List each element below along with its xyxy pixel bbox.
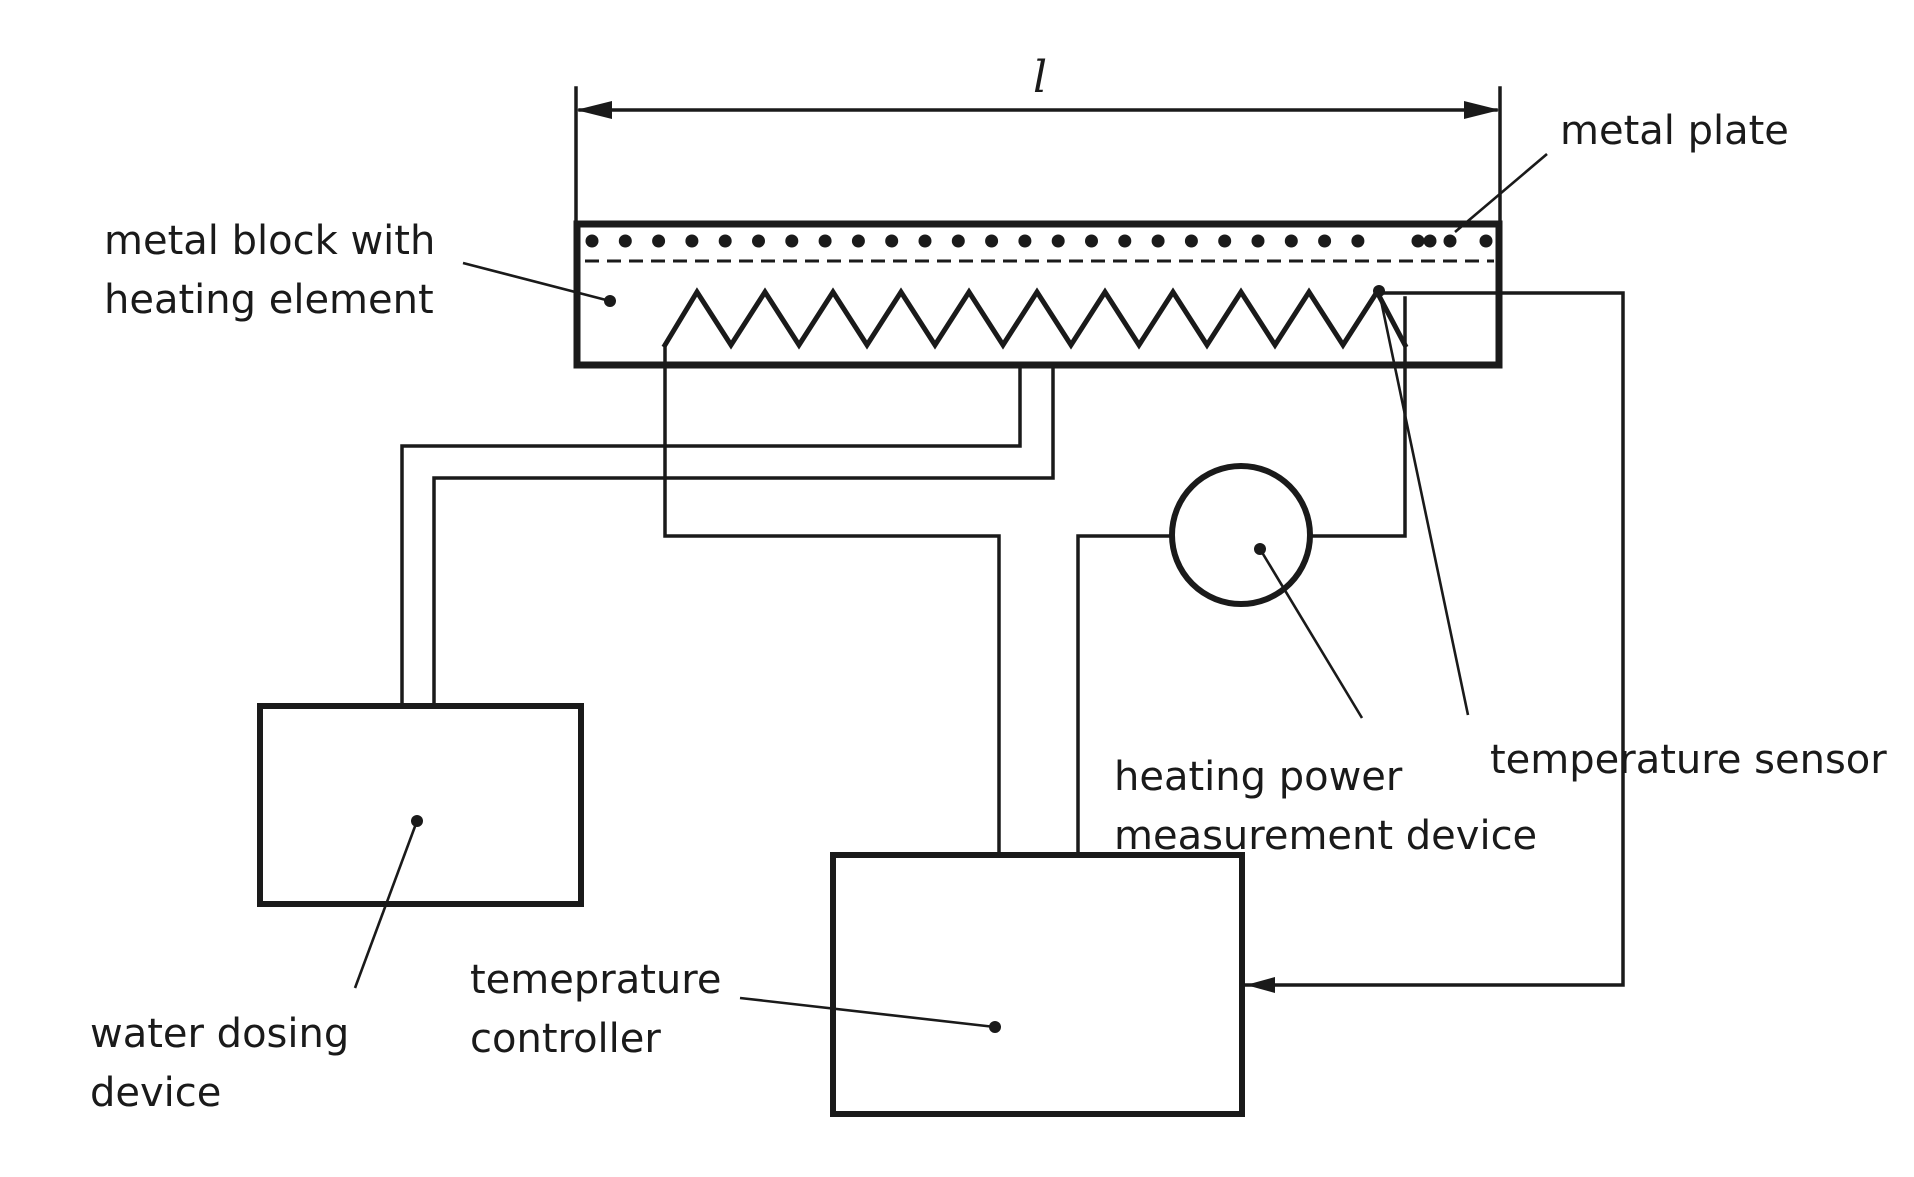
controller-leader [739, 996, 996, 1029]
plate-dot [1051, 234, 1065, 248]
temperature-sensor-wire [1244, 291, 1625, 987]
plate-dot [1318, 234, 1332, 248]
plate-dot [951, 234, 965, 248]
temperature-controller-box [830, 852, 1245, 1117]
heater-supply-lines [663, 296, 1407, 857]
dimension-arrow-right [1464, 101, 1500, 119]
plate-dot [1218, 234, 1232, 248]
temperature-controller-label: temeprature controller [470, 957, 734, 1062]
plate-dot [585, 234, 599, 248]
plate-dot [1251, 234, 1265, 248]
plate-dot [1411, 234, 1425, 248]
plate-dot [1351, 234, 1365, 248]
length-dimension: l [574, 52, 1502, 227]
controller-dot [989, 1021, 1001, 1033]
metal-block-dot [604, 295, 616, 307]
plate-dot [752, 234, 765, 248]
leader-lines [353, 153, 1548, 1033]
plate-dot [685, 234, 699, 248]
plate-dot [718, 234, 732, 248]
plate-dot [1443, 234, 1457, 248]
plate-dot [1423, 234, 1437, 248]
metal-block-leader [462, 261, 611, 303]
plate-dot [851, 234, 865, 248]
plate-dot [985, 234, 999, 248]
plate-dot [885, 234, 899, 248]
plate-dot [1284, 234, 1298, 248]
water-dosing-lines [400, 363, 1055, 708]
plate-dot [785, 234, 799, 248]
plate-dot [818, 234, 832, 248]
dimension-label: l [1033, 52, 1047, 103]
plate-dot [1018, 234, 1032, 248]
power-meter-dot [1254, 543, 1266, 555]
plate-dot [618, 234, 632, 248]
heating-power-device-label: heating power measurement device [1114, 754, 1537, 859]
water-dosing-device-label: water dosing device [90, 1011, 362, 1116]
metal-plate-label: metal plate [1560, 108, 1789, 154]
temperature-sensor-leader [1377, 290, 1470, 716]
power-meter-leader [1258, 548, 1364, 719]
plate-dot [1151, 234, 1165, 248]
water-dosing-device-box [257, 703, 584, 907]
water-dosing-leader [353, 820, 419, 989]
plate-dot [652, 234, 666, 248]
plate-dot [1085, 234, 1098, 248]
heating-power-meter-circle [1169, 463, 1313, 607]
metal-block [573, 220, 1503, 369]
temperature-sensor-label: temperature sensor [1490, 737, 1887, 783]
plate-dot [1184, 234, 1198, 248]
plate-dot [1479, 234, 1493, 248]
metal-plate-leader [1454, 153, 1548, 233]
plate-dot [918, 234, 932, 248]
metal-block-label: metal block with heating element [104, 218, 448, 323]
plate-dot [1118, 234, 1132, 248]
water-dosing-dot [411, 815, 423, 827]
dimension-arrow-left [576, 101, 612, 119]
sensor-wire-arrow [1246, 977, 1275, 993]
heating-element-coil [661, 287, 1409, 350]
metal-plate-dot-row [585, 234, 1493, 248]
